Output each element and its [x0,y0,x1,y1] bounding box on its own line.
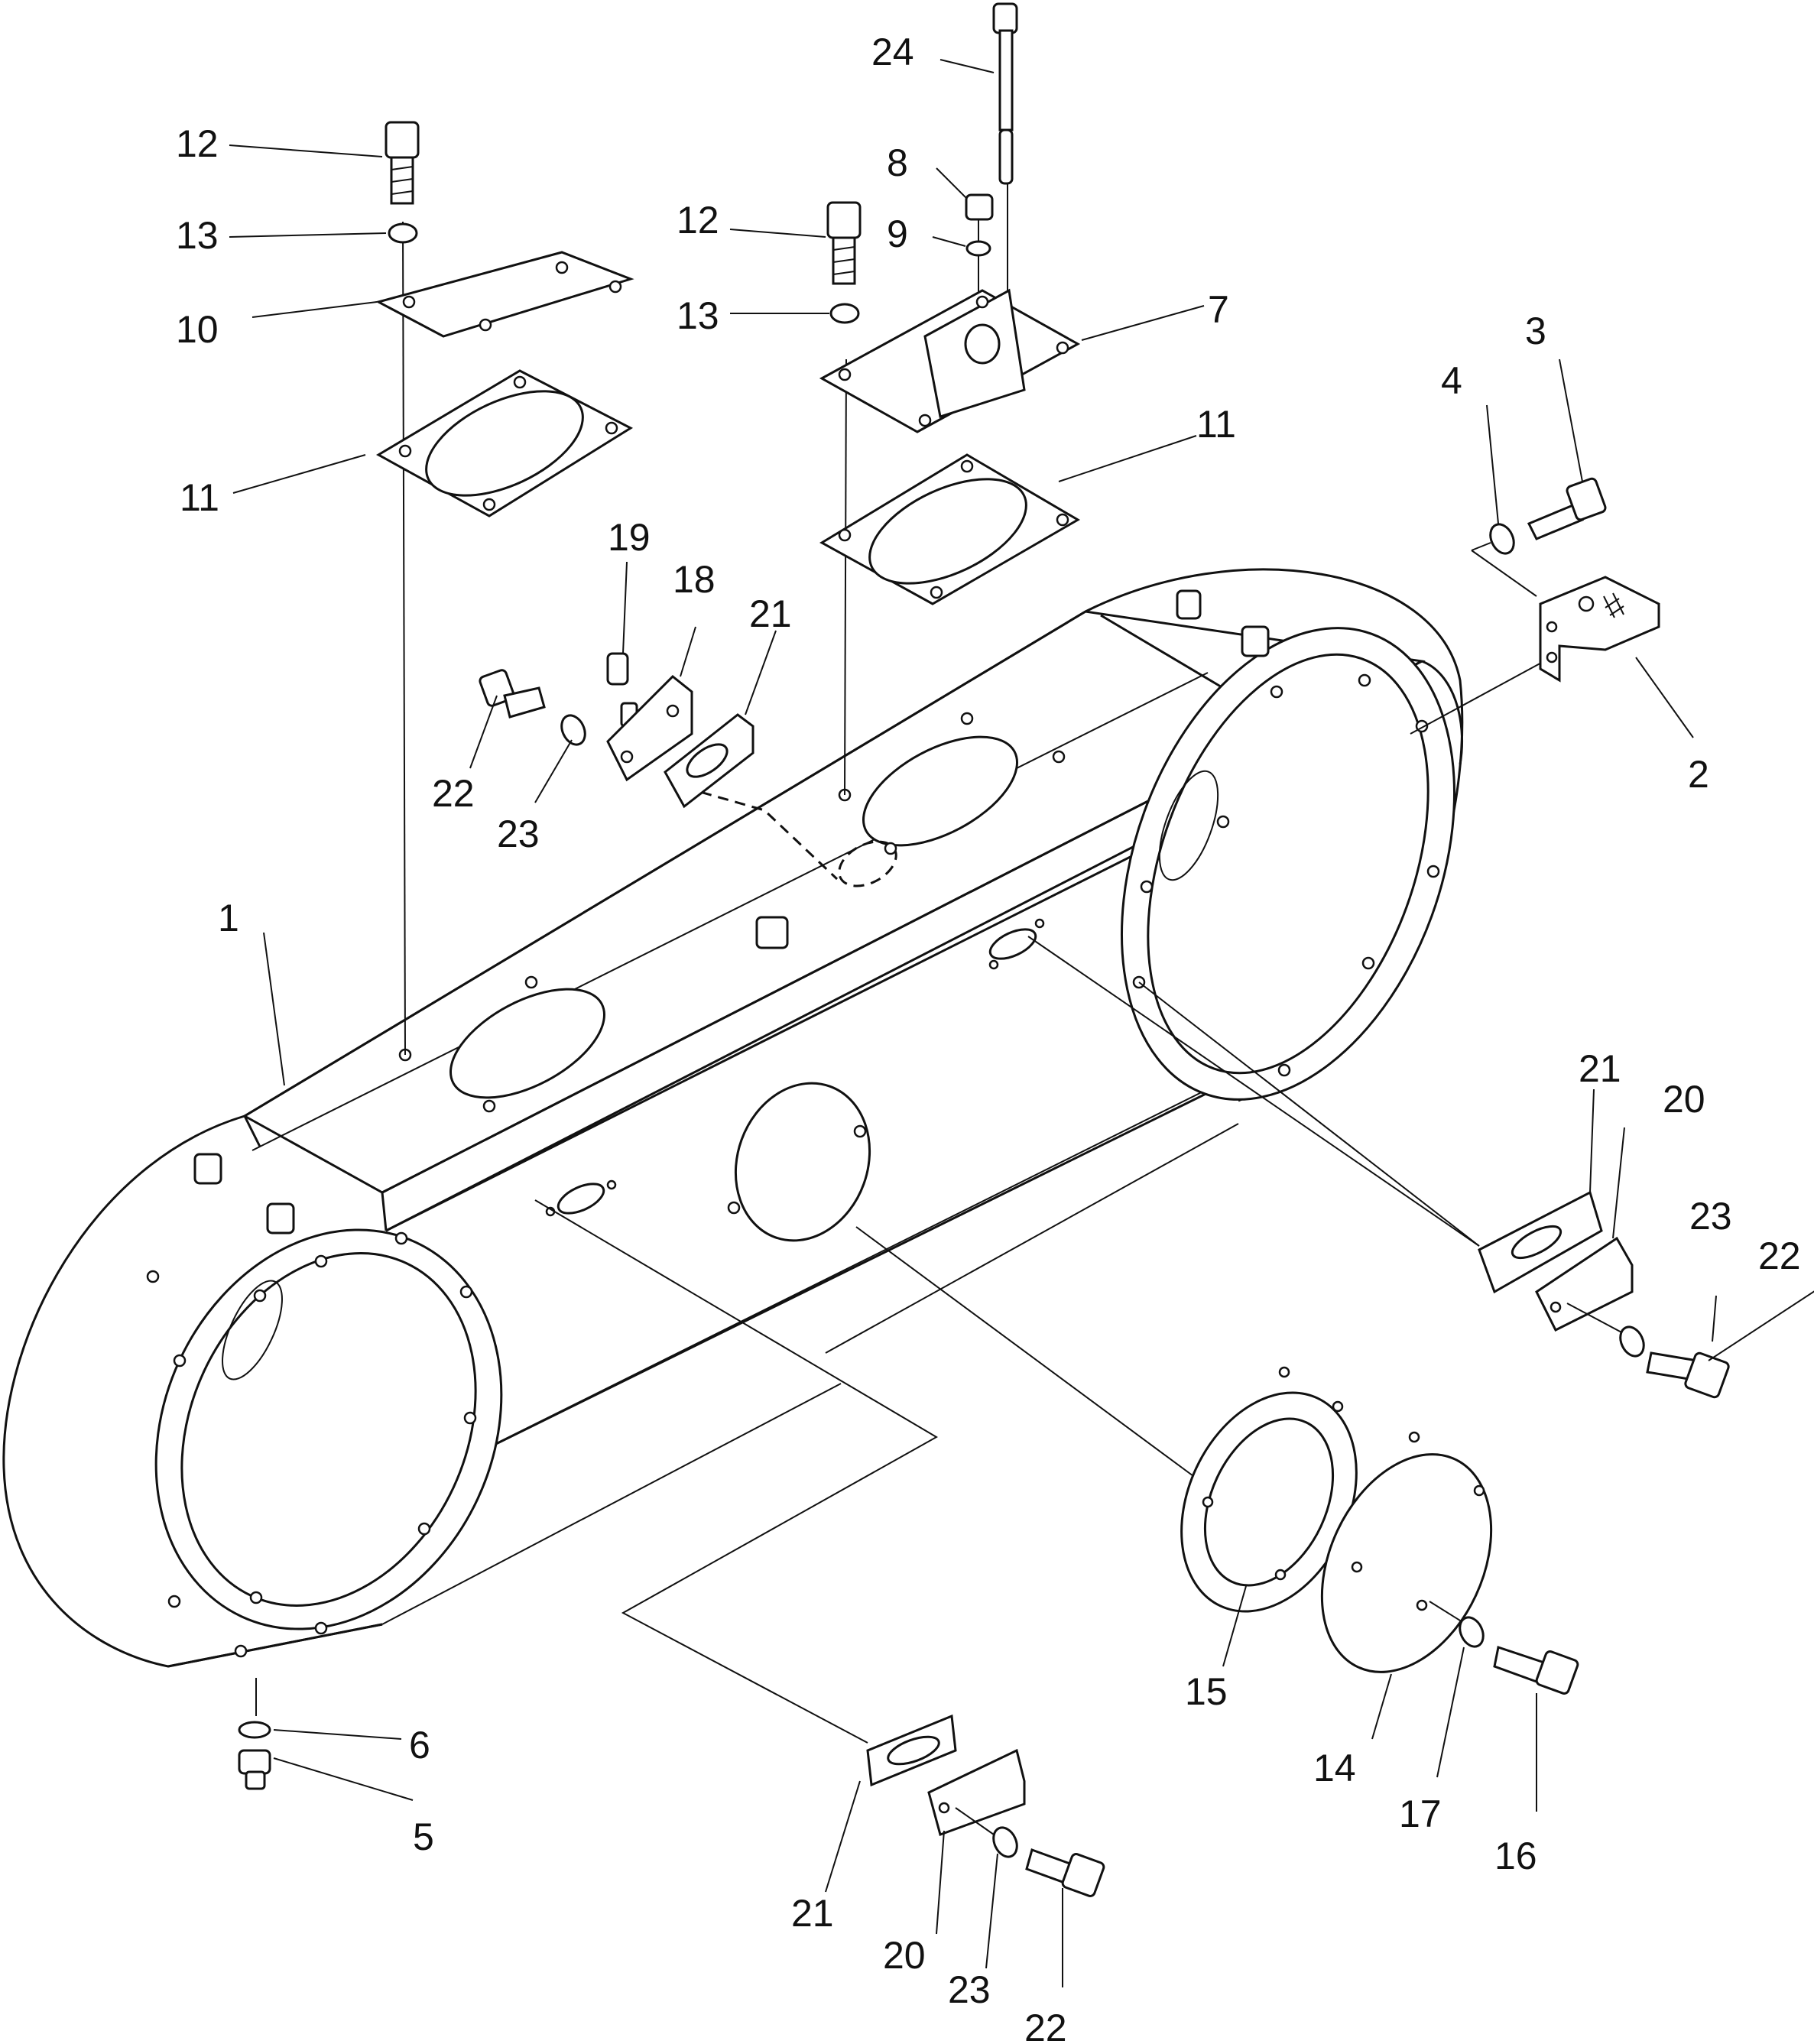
housing [2,568,1464,1668]
label-17: 17 [1399,1793,1442,1835]
label-23-bottom: 23 [948,1968,991,2011]
label-10: 10 [176,308,219,351]
label-5: 5 [413,1815,434,1858]
round-cover-stack [855,1226,1579,1695]
label-19: 19 [608,516,651,559]
left-cover-stack [375,121,634,1056]
leader-lines [229,59,1814,1987]
breather-stack [479,652,839,881]
label-23-top: 23 [497,813,540,855]
label-13-left: 13 [176,214,219,257]
label-20-bottom: 20 [883,1934,926,1977]
label-9: 9 [887,213,908,255]
label-11-right: 11 [1196,403,1236,446]
label-14: 14 [1313,1747,1356,1789]
label-7: 7 [1208,288,1229,331]
label-11-left: 11 [180,476,219,519]
label-18: 18 [673,558,716,601]
label-22-right: 22 [1758,1235,1801,1277]
drain-plug-stack [238,1678,271,1790]
label-2: 2 [1688,753,1709,796]
label-4: 4 [1441,359,1462,402]
label-22-bottom: 22 [1024,2007,1067,2044]
label-12-left: 12 [176,122,219,165]
right-side-plate-stack [1027,936,1730,1399]
bottom-plate-stack [534,1199,1105,1897]
label-22-top: 22 [432,772,475,815]
label-15: 15 [1185,1670,1228,1713]
label-6: 6 [409,1724,430,1767]
label-16: 16 [1494,1835,1537,1877]
label-13-right: 13 [677,294,719,337]
label-12-right: 12 [677,199,719,242]
label-1: 1 [218,897,239,939]
center-cover-stack [819,2,1081,796]
label-21-bottom: 21 [791,1892,834,1935]
label-21-right: 21 [1579,1047,1621,1090]
label-20-right: 20 [1663,1078,1705,1121]
label-8: 8 [887,141,908,184]
part-labels: 1 2 3 4 5 6 7 8 9 10 11 11 12 12 13 13 1… [176,31,1801,2044]
label-21-top: 21 [749,592,792,635]
label-23-right: 23 [1689,1195,1732,1238]
label-3: 3 [1525,310,1546,352]
label-24: 24 [871,31,914,73]
bracket-stack [1410,477,1660,735]
